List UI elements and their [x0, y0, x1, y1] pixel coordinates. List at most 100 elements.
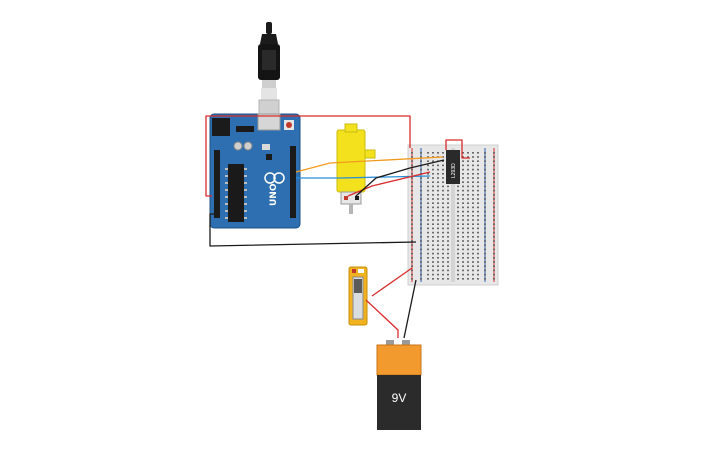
breadboard-hole[interactable]	[432, 215, 434, 217]
breadboard-hole[interactable]	[411, 248, 413, 251]
breadboard-hole[interactable]	[477, 223, 479, 225]
breadboard-hole[interactable]	[484, 156, 486, 158]
breadboard-hole[interactable]	[477, 198, 479, 200]
breadboard-hole[interactable]	[462, 168, 464, 171]
breadboard-hole[interactable]	[437, 177, 439, 179]
breadboard-hole[interactable]	[442, 202, 444, 204]
breadboard-hole[interactable]	[457, 269, 459, 272]
breadboard-hole[interactable]	[427, 194, 429, 196]
breadboard-hole[interactable]	[484, 236, 486, 238]
breadboard-hole[interactable]	[462, 278, 464, 280]
breadboard-hole[interactable]	[477, 265, 479, 267]
breadboard-hole[interactable]	[432, 244, 434, 246]
breadboard-hole[interactable]	[442, 185, 444, 188]
breadboard-hole[interactable]	[462, 215, 464, 217]
breadboard-hole[interactable]	[442, 244, 444, 246]
breadboard-hole[interactable]	[427, 177, 429, 179]
breadboard-hole[interactable]	[467, 194, 469, 196]
breadboard-hole[interactable]	[493, 194, 495, 196]
breadboard-hole[interactable]	[411, 231, 413, 234]
breadboard-hole[interactable]	[462, 152, 464, 154]
breadboard-hole[interactable]	[457, 257, 459, 259]
breadboard-hole[interactable]	[442, 231, 444, 234]
breadboard-hole[interactable]	[467, 240, 469, 242]
breadboard-hole[interactable]	[437, 231, 439, 234]
breadboard-hole[interactable]	[493, 156, 495, 158]
breadboard-hole[interactable]	[467, 198, 469, 200]
breadboard-hole[interactable]	[432, 198, 434, 200]
breadboard-hole[interactable]	[477, 257, 479, 259]
breadboard-hole[interactable]	[447, 227, 449, 230]
breadboard-hole[interactable]	[467, 152, 469, 154]
breadboard-hole[interactable]	[467, 177, 469, 179]
breadboard-hole[interactable]	[442, 215, 444, 217]
breadboard-hole[interactable]	[411, 240, 413, 242]
breadboard-hole[interactable]	[484, 189, 486, 192]
breadboard-hole[interactable]	[420, 223, 422, 225]
wire-black-gnd[interactable]	[209, 213, 417, 247]
breadboard-hole[interactable]	[442, 164, 444, 167]
wire-red-chip[interactable]	[461, 150, 470, 159]
breadboard-hole[interactable]	[437, 261, 439, 263]
breadboard-hole[interactable]	[472, 273, 474, 276]
breadboard-holes[interactable]	[411, 152, 495, 280]
breadboard-hole[interactable]	[437, 206, 439, 209]
breadboard-hole[interactable]	[484, 223, 486, 225]
breadboard-hole[interactable]	[411, 202, 413, 204]
breadboard-hole[interactable]	[467, 227, 469, 230]
breadboard-hole[interactable]	[472, 265, 474, 267]
breadboard-hole[interactable]	[427, 219, 429, 221]
breadboard-hole[interactable]	[447, 202, 449, 204]
breadboard-hole[interactable]	[477, 194, 479, 196]
breadboard-hole[interactable]	[432, 269, 434, 272]
breadboard-hole[interactable]	[420, 244, 422, 246]
breadboard-hole[interactable]	[427, 231, 429, 234]
breadboard-hole[interactable]	[462, 173, 464, 175]
breadboard-hole[interactable]	[467, 273, 469, 276]
breadboard-hole[interactable]	[472, 231, 474, 234]
breadboard-hole[interactable]	[411, 219, 413, 221]
breadboard-hole[interactable]	[457, 236, 459, 238]
breadboard-hole[interactable]	[457, 194, 459, 196]
breadboard-hole[interactable]	[420, 252, 422, 255]
wire-orange-signal[interactable]	[295, 156, 444, 173]
breadboard-hole[interactable]	[427, 240, 429, 242]
breadboard-hole[interactable]	[484, 181, 486, 183]
breadboard-hole[interactable]	[420, 240, 422, 242]
breadboard-hole[interactable]	[427, 252, 429, 255]
breadboard-hole[interactable]	[472, 168, 474, 171]
breadboard-hole[interactable]	[447, 252, 449, 255]
breadboard-hole[interactable]	[420, 210, 422, 213]
breadboard-hole[interactable]	[462, 257, 464, 259]
power-jack[interactable]	[212, 118, 230, 136]
breadboard-hole[interactable]	[462, 273, 464, 276]
breadboard-hole[interactable]	[437, 198, 439, 200]
breadboard-hole[interactable]	[442, 278, 444, 280]
breadboard-hole[interactable]	[467, 185, 469, 188]
breadboard-hole[interactable]	[457, 248, 459, 251]
wire-red-motor[interactable]	[347, 171, 431, 197]
breadboard-hole[interactable]	[432, 223, 434, 225]
breadboard-hole[interactable]	[432, 252, 434, 255]
breadboard-hole[interactable]	[477, 164, 479, 167]
breadboard-hole[interactable]	[427, 215, 429, 217]
breadboard-hole[interactable]	[477, 160, 479, 162]
breadboard-hole[interactable]	[467, 160, 469, 162]
digital-header[interactable]	[290, 146, 296, 218]
breadboard-hole[interactable]	[427, 227, 429, 230]
breadboard-hole[interactable]	[447, 223, 449, 225]
breadboard-hole[interactable]	[437, 252, 439, 255]
breadboard-hole[interactable]	[477, 219, 479, 221]
breadboard-hole[interactable]	[432, 261, 434, 263]
breadboard-hole[interactable]	[442, 265, 444, 267]
breadboard-hole[interactable]	[437, 257, 439, 259]
breadboard-hole[interactable]	[432, 210, 434, 213]
breadboard-hole[interactable]	[477, 252, 479, 255]
breadboard-hole[interactable]	[432, 257, 434, 259]
breadboard-hole[interactable]	[457, 261, 459, 263]
breadboard-hole[interactable]	[462, 240, 464, 242]
breadboard-hole[interactable]	[447, 194, 449, 196]
breadboard-hole[interactable]	[437, 215, 439, 217]
breadboard-hole[interactable]	[411, 198, 413, 200]
battery-9v[interactable]: 9V	[376, 340, 422, 430]
